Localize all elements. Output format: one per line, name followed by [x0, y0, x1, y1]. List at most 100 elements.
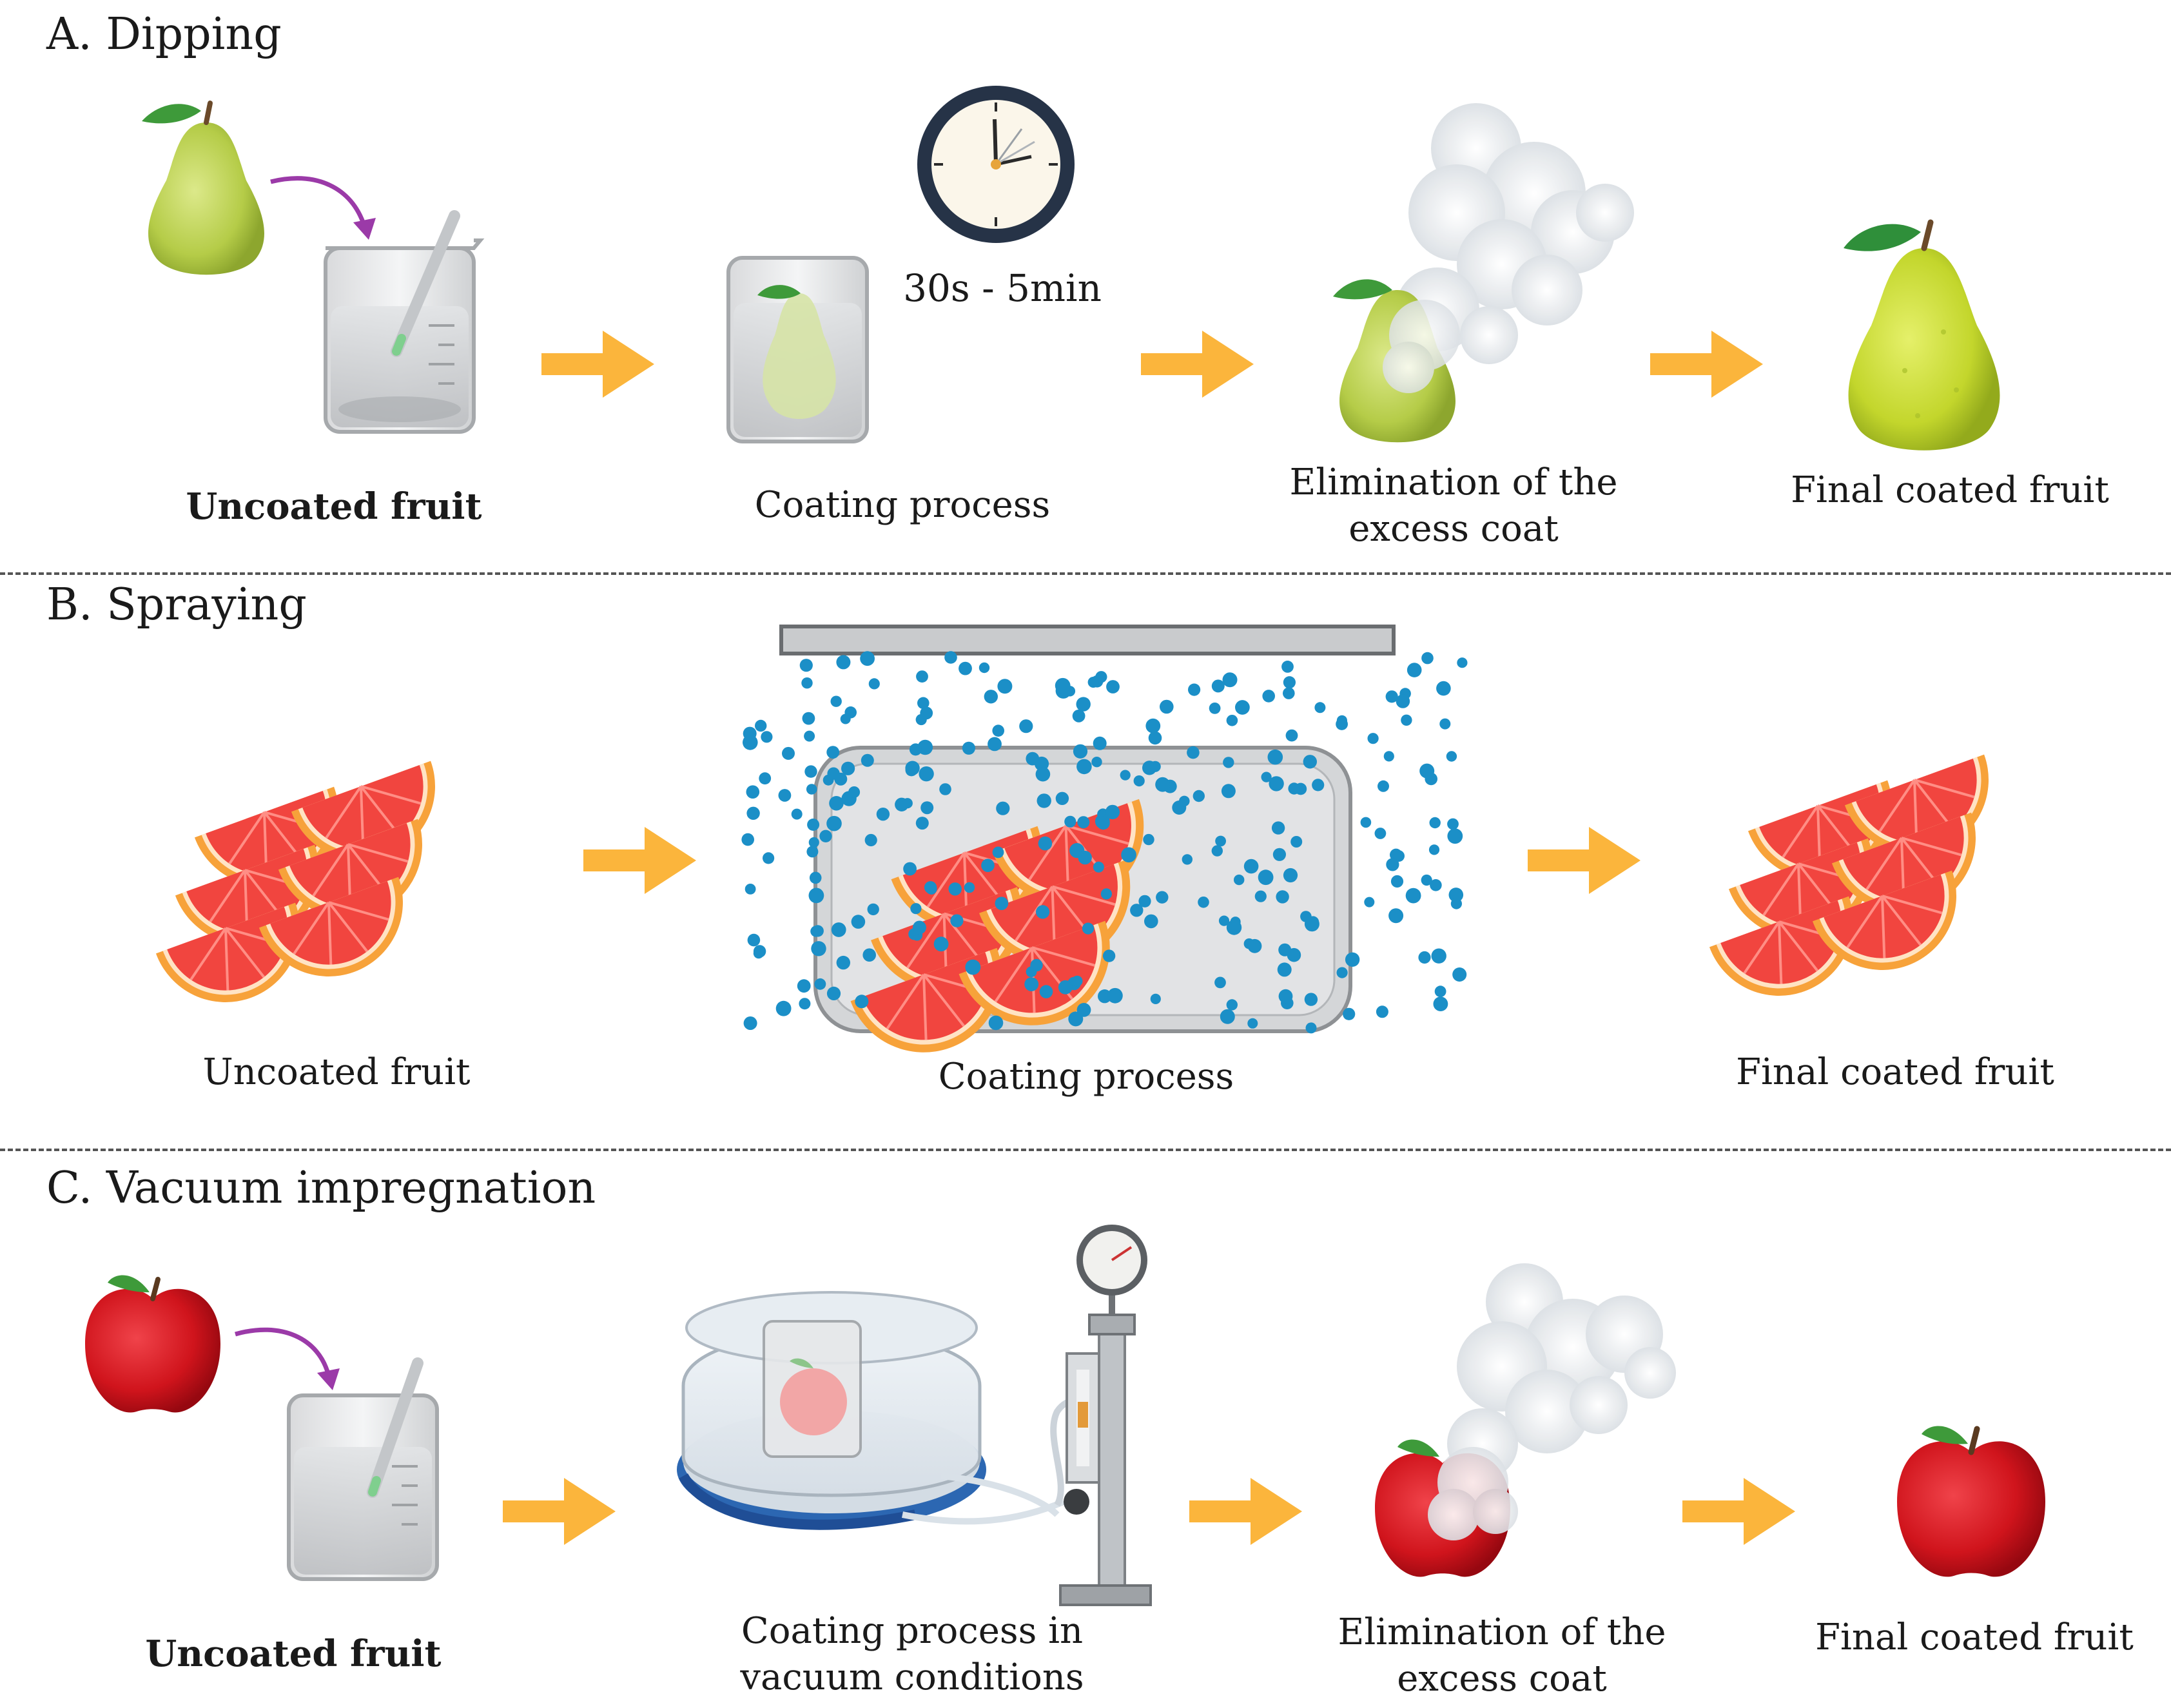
caption-uncoated-fruit: Uncoated fruit: [202, 1051, 471, 1093]
droplet: [1304, 993, 1318, 1006]
droplet: [1305, 1022, 1317, 1034]
droplet: [1278, 989, 1293, 1004]
droplet: [1036, 905, 1050, 919]
droplet: [995, 897, 1009, 910]
droplet: [814, 978, 826, 990]
droplet: [1078, 850, 1092, 865]
droplet: [827, 767, 840, 780]
droplet: [808, 888, 824, 904]
droplet: [1143, 833, 1154, 846]
droplet: [1396, 694, 1410, 708]
droplet: [1215, 835, 1226, 847]
droplet: [1345, 952, 1360, 967]
droplet: [1130, 904, 1144, 917]
pressure-gauge-icon: [1050, 1225, 1152, 1606]
droplet: [1087, 677, 1099, 688]
droplet: [1336, 967, 1348, 978]
caption-elimination-line2: excess coat: [1348, 508, 1559, 550]
clock-icon: [917, 86, 1075, 243]
droplet: [1024, 977, 1039, 991]
droplet: [1276, 890, 1289, 904]
arrow-icon: [1682, 1478, 1795, 1545]
droplet: [862, 948, 876, 962]
droplet: [1198, 897, 1209, 908]
droplet: [1211, 679, 1225, 693]
process-arrows: [503, 331, 1795, 1545]
droplet: [747, 933, 761, 947]
beaker-icon: [287, 1357, 439, 1581]
droplet: [1107, 987, 1123, 1004]
droplet: [836, 955, 851, 970]
droplet: [746, 785, 760, 799]
droplet: [1155, 777, 1170, 792]
droplet: [812, 925, 824, 937]
droplet: [1120, 770, 1131, 781]
droplet: [903, 862, 917, 876]
droplet: [1226, 715, 1238, 726]
droplet: [1182, 854, 1193, 865]
droplet: [826, 986, 841, 1000]
droplet: [910, 903, 922, 915]
caption-uncoated-fruit: Uncoated fruit: [145, 1633, 442, 1675]
droplet: [1077, 816, 1090, 829]
droplet: [1091, 757, 1102, 768]
droplet: [876, 808, 890, 821]
droplet: [988, 1015, 1004, 1031]
droplet: [920, 706, 933, 720]
droplet: [988, 737, 1002, 752]
droplet: [1234, 874, 1245, 886]
caption-elimination-line1: Elimination of the: [1289, 461, 1618, 503]
droplet: [806, 784, 817, 795]
droplet: [1076, 697, 1091, 712]
droplet: [1383, 751, 1394, 762]
arrow-icon: [503, 1478, 616, 1545]
droplet: [959, 661, 972, 675]
droplet: [1447, 828, 1463, 844]
section-title-dipping: A. Dipping: [46, 9, 282, 60]
droplet: [1419, 763, 1435, 779]
droplet: [1058, 980, 1073, 995]
droplet: [1218, 915, 1230, 926]
caption-final-coated-fruit: Final coated fruit: [1815, 1616, 2134, 1658]
droplet: [1222, 672, 1238, 688]
droplet: [831, 922, 846, 937]
droplet: [860, 651, 875, 666]
apple-icon: [1897, 1426, 2045, 1577]
droplet: [1283, 676, 1296, 689]
droplet: [1269, 776, 1284, 791]
droplet: [1428, 844, 1440, 855]
droplet: [1193, 790, 1205, 802]
droplet: [1105, 804, 1120, 820]
droplet: [1226, 999, 1238, 1011]
droplet: [926, 883, 937, 895]
droplet: [916, 670, 928, 683]
droplet: [1421, 652, 1434, 665]
section-divider: [0, 572, 2171, 575]
droplet: [1072, 709, 1086, 723]
droplet: [950, 914, 964, 927]
beaker-icon: [324, 210, 485, 434]
droplet: [1360, 817, 1372, 828]
droplet: [1267, 749, 1283, 765]
droplet: [965, 959, 981, 975]
droplet: [851, 915, 866, 929]
section-divider: [0, 1149, 2171, 1151]
droplet: [775, 1000, 792, 1016]
droplet: [909, 743, 922, 756]
droplet: [1138, 895, 1151, 907]
droplet: [1258, 869, 1274, 886]
droplet: [1272, 848, 1286, 861]
droplet: [1283, 868, 1298, 883]
droplet: [802, 712, 815, 725]
droplet: [1277, 962, 1292, 977]
droplet: [1223, 757, 1234, 768]
grapefruit-slice: [1812, 870, 1956, 970]
droplet: [1271, 821, 1285, 835]
droplet: [1071, 975, 1083, 987]
droplet: [1388, 908, 1404, 924]
droplet: [1096, 816, 1110, 830]
droplet: [1187, 746, 1200, 759]
caption-coating-vacuum-line2: vacuum conditions: [740, 1656, 1084, 1698]
